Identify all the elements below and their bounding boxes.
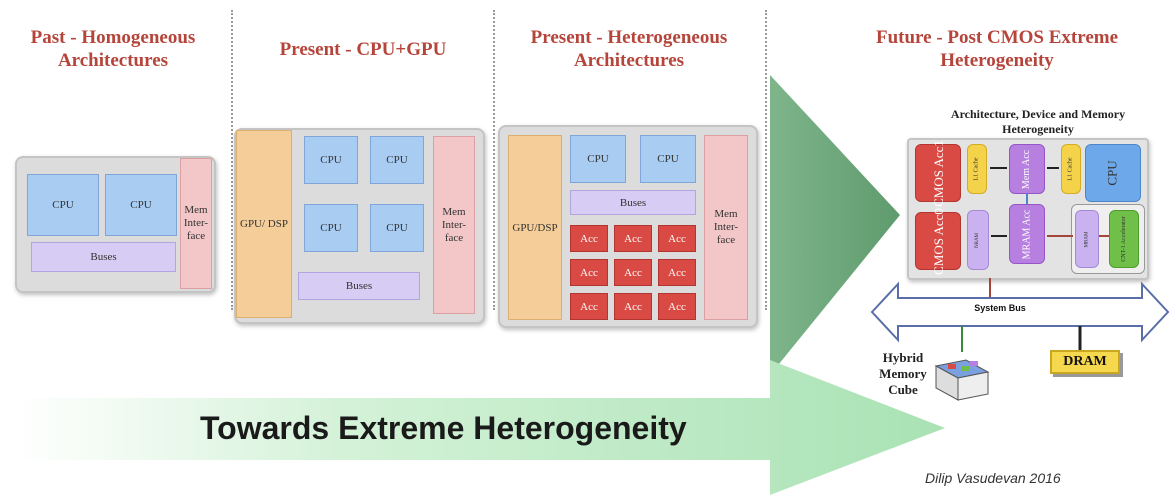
mem-acc: Mem Acc	[1009, 144, 1045, 194]
separator	[231, 10, 233, 310]
nram-block: NRAM	[967, 210, 989, 270]
cnt-accelerator: CNT-1 Accelerator	[1109, 210, 1139, 268]
future-title: Architecture, Device and Memory Heteroge…	[950, 107, 1126, 136]
het-acc: Acc	[614, 225, 652, 252]
memory-cube-icon	[934, 359, 990, 401]
het-acc: Acc	[658, 225, 696, 252]
het-acc: Acc	[570, 293, 608, 320]
present-gpu-dsp: GPU/ DSP	[236, 130, 292, 318]
future-arrow-head	[770, 75, 900, 375]
het-acc: Acc	[570, 225, 608, 252]
separator	[493, 10, 495, 310]
towards-arrow	[15, 360, 945, 495]
present-cpu-gpu-panel: GPU/ DSP CPU CPU CPU CPU Buses Mem Inter…	[234, 128, 485, 324]
chip-connectors	[990, 167, 1109, 237]
dram-block: DRAM	[1050, 350, 1120, 374]
het-acc: Acc	[614, 293, 652, 320]
past-architecture-panel: CPU CPU Buses Mem Inter-face	[15, 156, 216, 293]
present-cpu-3: CPU	[304, 204, 358, 252]
het-buses: Buses	[570, 190, 696, 215]
future-chip-panel: CMOS Acc1 L1 Cache Mem Acc L1 Cache CPU …	[907, 138, 1149, 280]
future-cpu: CPU	[1085, 144, 1141, 202]
het-gpu-dsp: GPU/DSP	[508, 135, 562, 320]
past-cpu-2: CPU	[105, 174, 177, 236]
header-present-cpu-gpu: Present - CPU+GPU	[279, 39, 447, 60]
header-present-heterogeneous: Present - Heterogeneous Architectures	[530, 27, 728, 71]
system-bus-diagram	[870, 278, 1170, 352]
present-buses: Buses	[298, 272, 420, 300]
het-acc: Acc	[614, 259, 652, 286]
cmos-acc0: CMOS Acc0	[915, 208, 961, 274]
hybrid-memory-cube-label: Hybrid Memory Cube	[879, 350, 927, 397]
het-acc: Acc	[658, 259, 696, 286]
header-past: Past - Homogeneous Architectures	[30, 27, 196, 71]
towards-heterogeneity-label: Towards Extreme Heterogeneity	[200, 410, 687, 446]
present-cpu-4: CPU	[370, 204, 424, 252]
past-buses: Buses	[31, 242, 176, 272]
het-cpu-1: CPU	[570, 135, 626, 183]
cmos-acc1: CMOS Acc1	[915, 140, 961, 206]
past-mem-interface: Mem Inter-face	[180, 158, 212, 289]
past-cpu-1: CPU	[27, 174, 99, 236]
present-cpu-2: CPU	[370, 136, 424, 184]
author-credit: Dilip Vasudevan 2016	[925, 470, 1061, 486]
mram-acc: MRAM Acc	[1009, 204, 1045, 264]
mram-block: MRAM	[1075, 210, 1099, 268]
het-acc: Acc	[570, 259, 608, 286]
present-heterogeneous-panel: GPU/DSP CPU CPU Buses Acc Acc Acc Acc Ac…	[498, 125, 758, 328]
het-mem-interface: Mem Inter-face	[704, 135, 748, 320]
l1-cache-right: L1 Cache	[1061, 144, 1081, 194]
het-acc: Acc	[658, 293, 696, 320]
present-cpu-1: CPU	[304, 136, 358, 184]
separator	[765, 10, 767, 310]
system-bus-label: System Bus	[974, 303, 1026, 313]
l1-cache-left: L1 Cache	[967, 144, 987, 194]
header-future: Future - Post CMOS Extreme Heterogeneity	[875, 27, 1119, 71]
present-mem-interface: Mem Inter-face	[433, 136, 475, 314]
het-cpu-2: CPU	[640, 135, 696, 183]
